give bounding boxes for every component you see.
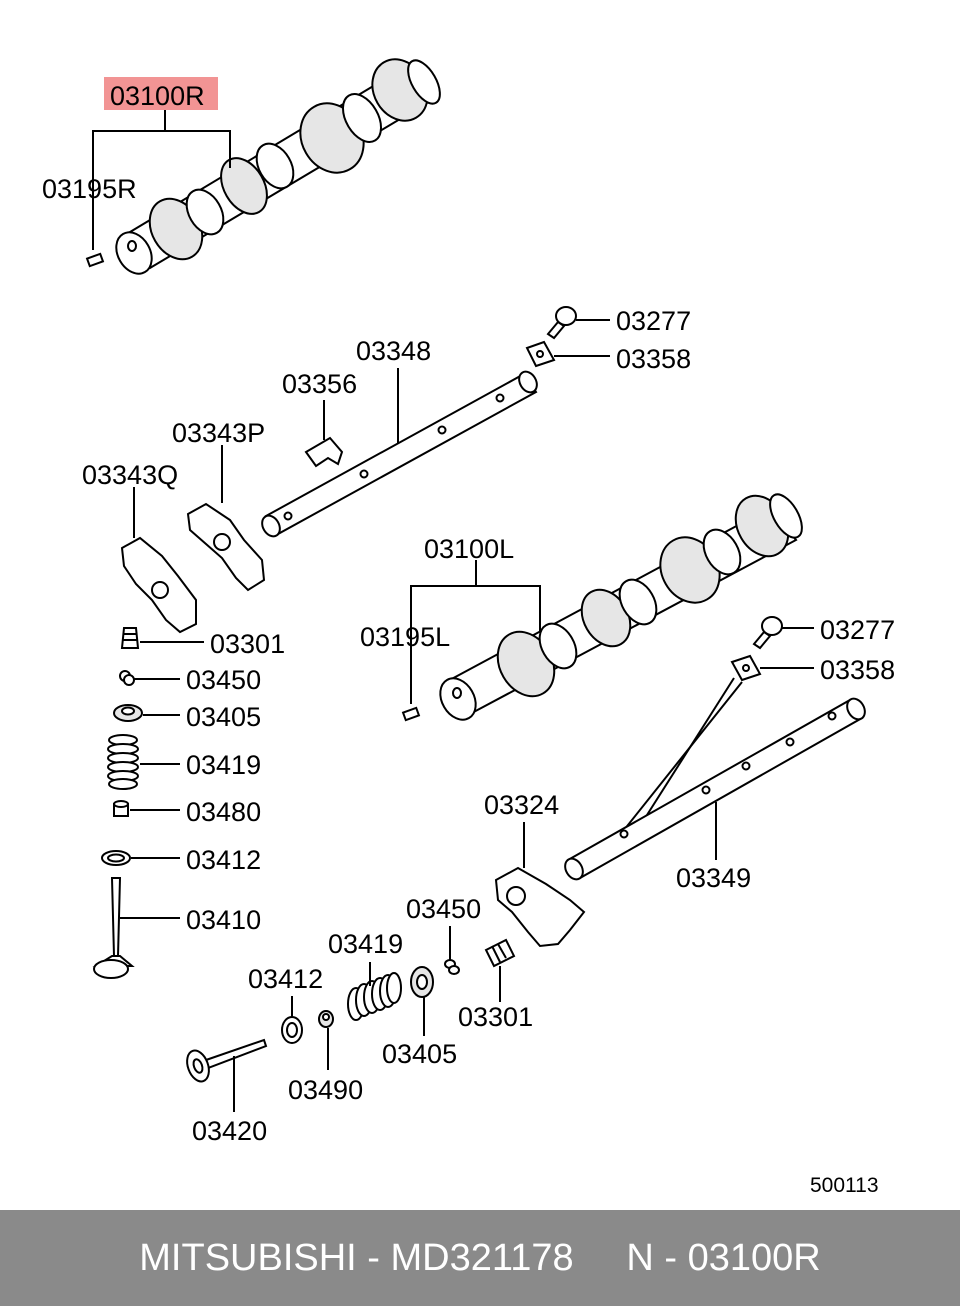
pin-r — [85, 252, 105, 268]
label-pin-r: 03195R — [42, 174, 137, 204]
highlight-box — [104, 77, 218, 110]
label-camshaft-l: 03100L — [424, 534, 514, 564]
camshaft-l — [439, 493, 803, 721]
seat-bottom — [281, 1016, 303, 1044]
footer-text: MITSUBISHI - MD321178 N - 03100R — [139, 1237, 821, 1279]
label-rocker-p: 03343P — [172, 418, 265, 448]
label-adjuster-left: 03301 — [210, 629, 285, 659]
label-seat-left: 03412 — [186, 845, 261, 875]
adjuster-bottom — [484, 938, 516, 968]
label-washer-right: 03358 — [820, 655, 895, 685]
label-valve-bottom: 03420 — [192, 1116, 267, 1146]
footer-bar: MITSUBISHI - MD321178 N - 03100R — [0, 1210, 960, 1306]
rocker-shaft-a — [261, 370, 538, 538]
retainer-left — [113, 704, 143, 722]
label-rocker-q: 03343Q — [82, 460, 178, 490]
label-seal-bottom: 03490 — [288, 1075, 363, 1105]
label-spring-left: 03419 — [186, 750, 261, 780]
label-retainer-left: 03405 — [186, 702, 261, 732]
label-valve-left: 03410 — [186, 905, 261, 935]
pin-l — [401, 706, 421, 722]
seat-left — [101, 850, 131, 866]
label-shaft-a: 03348 — [356, 336, 431, 366]
label-spring-bottom: 03419 — [328, 929, 403, 959]
label-rocker-right: 03324 — [484, 790, 559, 820]
label-bolt-top: 03277 — [616, 306, 691, 336]
parts-diagram: 03100R 03195R 03277 03358 03348 03356 03… — [42, 58, 895, 1197]
label-seat-bottom: 03412 — [248, 964, 323, 994]
seal-bottom — [318, 1010, 334, 1028]
spring-bottom — [347, 972, 402, 1021]
label-clip: 03356 — [282, 369, 357, 399]
key-bottom — [444, 959, 460, 975]
label-seal-left: 03480 — [186, 797, 261, 827]
label-pin-l: 03195L — [360, 622, 450, 652]
seal-left — [113, 800, 129, 817]
label-shaft-b: 03349 — [676, 863, 751, 893]
label-adjuster-bottom: 03301 — [458, 1002, 533, 1032]
valve-bottom — [186, 1038, 268, 1083]
label-key-bottom: 03450 — [406, 894, 481, 924]
label-bolt-right: 03277 — [820, 615, 895, 645]
camshaft-r — [115, 58, 441, 275]
diagram-id: 500113 — [810, 1174, 879, 1197]
adjuster-left — [120, 627, 140, 649]
rocker-right — [494, 866, 586, 948]
clip — [304, 436, 344, 468]
label-washer-top: 03358 — [616, 344, 691, 374]
label-retainer-bottom: 03405 — [382, 1039, 457, 1069]
bolt-top — [546, 306, 577, 340]
label-camshaft-r: 03100R — [110, 81, 205, 111]
rocker-shaft-b — [564, 697, 866, 881]
label-key-left: 03450 — [186, 665, 261, 695]
spring-left — [107, 734, 139, 790]
retainer-bottom — [410, 966, 434, 998]
bolt-right — [752, 616, 783, 650]
valve-left — [92, 877, 135, 979]
key-left — [119, 670, 135, 686]
